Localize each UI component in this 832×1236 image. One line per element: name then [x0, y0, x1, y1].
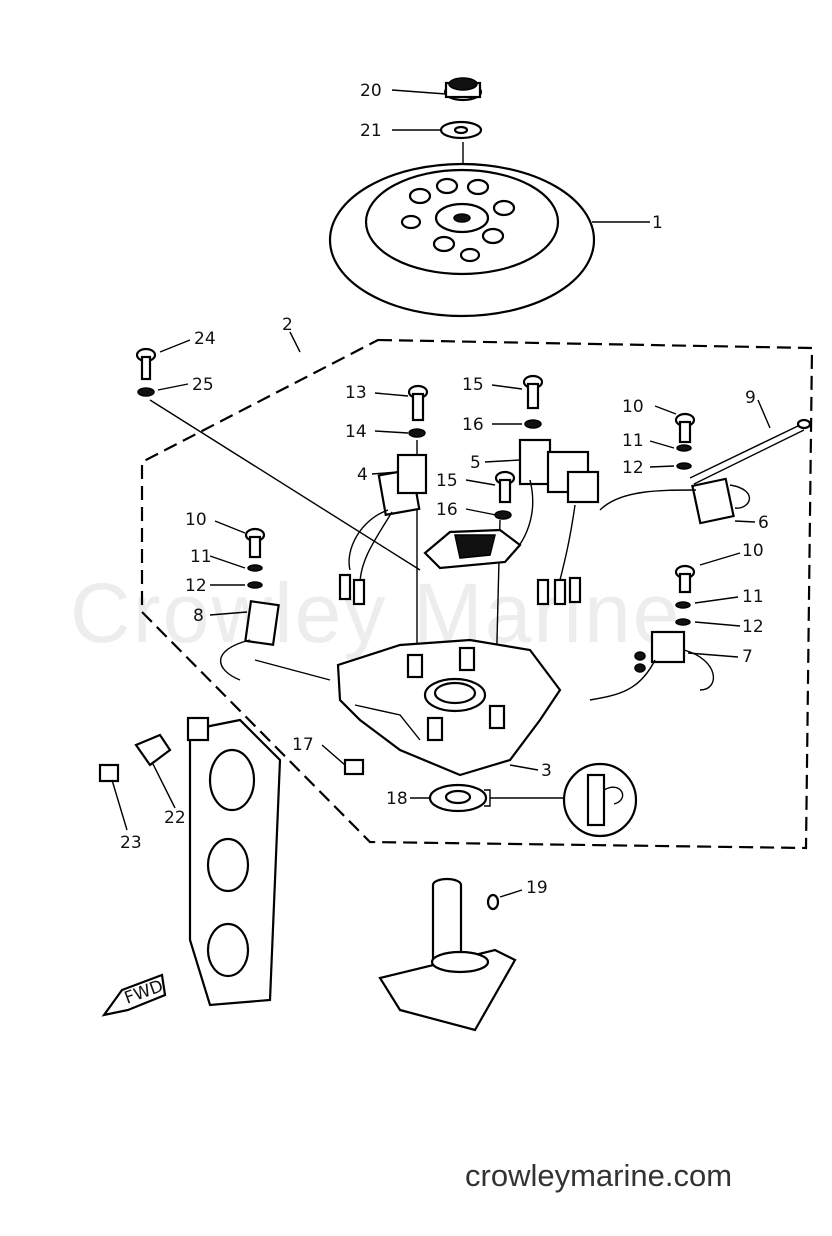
cdi-unit: [599, 477, 751, 525]
screw: [674, 564, 696, 626]
callout-3: 3: [541, 761, 552, 781]
callout-1: 1: [652, 213, 663, 233]
callout-18: 18: [386, 789, 408, 809]
callout-2: 2: [282, 315, 293, 335]
charge-coil: [338, 453, 428, 606]
callout-22: 22: [164, 808, 186, 828]
callout-6: 6: [758, 513, 769, 533]
screw: [522, 374, 544, 429]
callout-11-top: 11: [622, 431, 644, 451]
callout-labels: 20 21 1 2 24 25 13 14 15 16 10 11 12 9 5…: [120, 81, 769, 898]
callout-16-upper: 16: [462, 415, 484, 435]
lighting-coil: [423, 528, 522, 570]
flywheel-nut: [443, 77, 483, 102]
flywheel: [328, 162, 596, 318]
callout-23: 23: [120, 833, 142, 853]
callout-24: 24: [194, 329, 216, 349]
callout-9: 9: [745, 388, 756, 408]
site-url: crowleymarine.com: [465, 1158, 733, 1193]
pulser-coil: [504, 438, 600, 606]
crankshaft: [378, 877, 517, 1032]
callout-17: 17: [292, 735, 314, 755]
screw: [494, 470, 516, 520]
callout-7: 7: [742, 647, 753, 667]
callout-10-right: 10: [742, 541, 764, 561]
callout-13: 13: [345, 383, 367, 403]
screw: [674, 412, 696, 470]
callout-12-right: 12: [742, 617, 764, 637]
washer: [439, 120, 483, 140]
callout-15-lower: 15: [436, 471, 458, 491]
screw: [407, 384, 429, 438]
callout-11-right: 11: [742, 587, 764, 607]
callout-4: 4: [357, 465, 368, 485]
ignition-coil: [219, 600, 331, 681]
callout-20: 20: [360, 81, 382, 101]
callout-12-top: 12: [622, 458, 644, 478]
callout-12-left: 12: [185, 576, 207, 596]
callout-15-upper: 15: [462, 375, 484, 395]
callout-25: 25: [192, 375, 214, 395]
rectifier: [589, 630, 715, 701]
clamp: [343, 758, 365, 776]
stator-base: [336, 638, 562, 777]
lead-wire: [689, 418, 812, 485]
callout-19: 19: [526, 878, 548, 898]
oil-seal: [428, 783, 488, 813]
woodruff-key: [486, 893, 500, 911]
callout-21: 21: [360, 121, 382, 141]
fwd-arrow-icon: FWD: [101, 973, 167, 1017]
leader-lines: [111, 89, 771, 898]
crankcase: [186, 716, 282, 1007]
callout-10-left: 10: [185, 510, 207, 530]
bracket: [134, 733, 172, 767]
callout-8: 8: [193, 606, 204, 626]
callout-11-left: 11: [190, 547, 212, 567]
callout-16-lower: 16: [436, 500, 458, 520]
callout-5: 5: [470, 453, 481, 473]
oil-seal-detail-inset: [562, 762, 638, 838]
assembly-boundary: [140, 338, 814, 850]
callout-10-top: 10: [622, 397, 644, 417]
screw: [135, 347, 157, 397]
callout-14: 14: [345, 422, 367, 442]
screw: [244, 527, 266, 589]
fitting: [98, 763, 120, 783]
